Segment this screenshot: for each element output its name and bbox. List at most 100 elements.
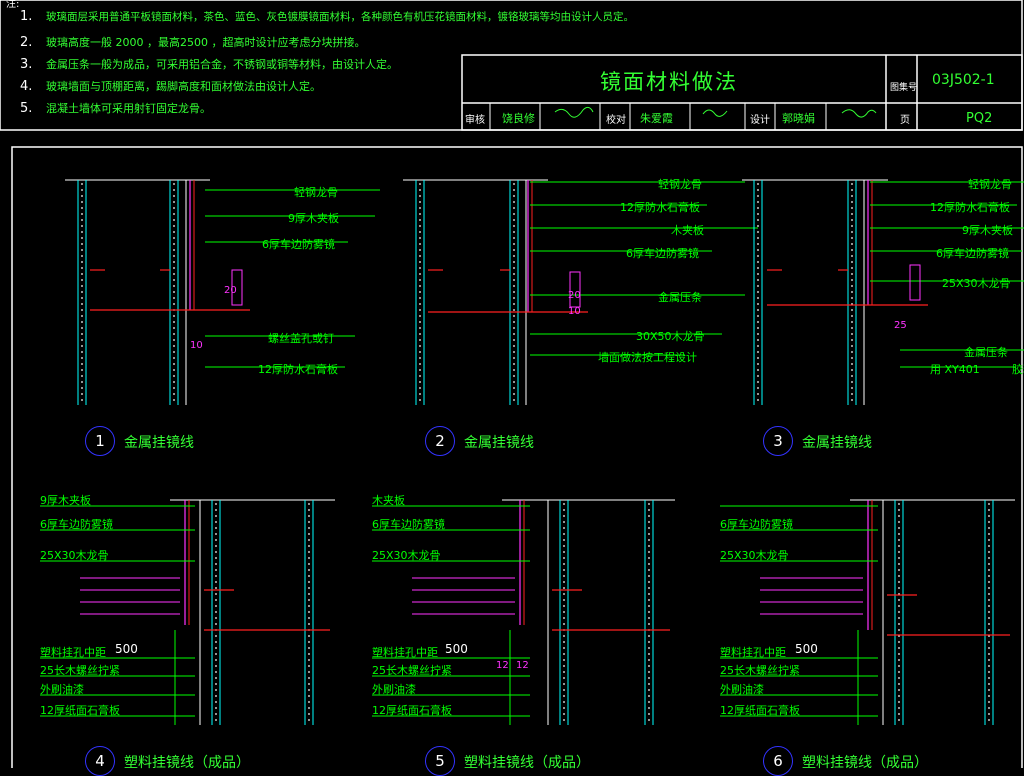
detail-6-wall-stud-dot	[898, 509, 900, 511]
detail-5-number: 5	[425, 746, 455, 776]
detail-6-wall-stud-dot	[988, 557, 990, 559]
detail-6-wall-stud-dot	[898, 677, 900, 679]
detail-5-wall-stud-dot	[648, 557, 650, 559]
detail-2-wall-stud-dot	[419, 261, 421, 263]
detail-3-wall-stud-dot	[851, 345, 853, 347]
detail-6-wall-stud-dot	[898, 581, 900, 583]
detail-5-wall-stud-dot	[563, 569, 565, 571]
detail-3-wall-stud-dot	[757, 357, 759, 359]
detail-3-wall-stud-dot	[851, 333, 853, 335]
detail-5-wall-stud-dot	[563, 701, 565, 703]
detail-4-wall-stud-dot	[215, 521, 217, 523]
detail-4-wall-stud-dot	[215, 707, 217, 709]
detail-3-wall-stud-dot	[851, 285, 853, 287]
detail-4-wall-stud-dot	[215, 575, 217, 577]
detail-1-wall-stud-dot	[173, 201, 175, 203]
detail-5-wall-stud-dot	[648, 587, 650, 589]
detail-3-wall-stud-dot	[851, 321, 853, 323]
detail-1-wall-stud-dot	[81, 237, 83, 239]
detail-6-wall-stud-dot	[898, 563, 900, 565]
detail-2-wall-stud-dot	[513, 249, 515, 251]
detail-4-wall-stud-dot	[308, 689, 310, 691]
detail-6-wall-stud-dot	[898, 503, 900, 505]
detail-4-wall-stud-dot	[215, 719, 217, 721]
detail-2-wall-stud-dot	[513, 369, 515, 371]
detail-1-wall-stud-dot	[173, 351, 175, 353]
detail-3-wall-stud-dot	[851, 315, 853, 317]
note-number: 3.	[20, 57, 33, 72]
detail-1-label: 9厚木夹板	[288, 212, 339, 225]
detail-5-wall-stud-dot	[563, 605, 565, 607]
detail-5-dim: 12	[496, 660, 509, 671]
detail-3-caption: 金属挂镜线	[802, 435, 872, 451]
detail-4-wall-stud-dot	[215, 503, 217, 505]
detail-2-wall-stud-dot	[513, 261, 515, 263]
detail-4-wall-stud-dot	[215, 581, 217, 583]
detail-1-wall-stud-dot	[81, 291, 83, 293]
detail-4-wall-stud-dot	[215, 695, 217, 697]
detail-1-wall-stud-dot	[81, 189, 83, 191]
detail-6-wall-stud-dot	[898, 587, 900, 589]
detail-3-wall-stud-dot	[851, 393, 853, 395]
detail-3-wall-stud-dot	[757, 339, 759, 341]
detail-4-wall-stud-dot	[308, 713, 310, 715]
detail-5-wall-stud-dot	[563, 533, 565, 535]
detail-5-wall-stud-dot	[563, 671, 565, 673]
detail-1-wall-stud-dot	[173, 243, 175, 245]
detail-1-dim: 20	[224, 285, 237, 296]
detail-5-wall-stud-dot	[648, 653, 650, 655]
detail-4-wall-stud-dot	[215, 563, 217, 565]
detail-2-label: 12厚防水石膏板	[620, 201, 700, 214]
detail-5-wall-stud-dot	[563, 641, 565, 643]
detail-1-wall-stud-dot	[81, 339, 83, 341]
detail-6-wall-stud-dot	[898, 539, 900, 541]
detail-5-wall-stud-dot	[563, 647, 565, 649]
detail-6-wall-stud-dot	[898, 623, 900, 625]
detail-5-wall-stud-dot	[648, 671, 650, 673]
detail-3-wall-stud-dot	[757, 207, 759, 209]
note-number: 5.	[20, 101, 33, 116]
detail-3-wall-stud-dot	[757, 321, 759, 323]
detail-5-wall-stud-dot	[648, 569, 650, 571]
detail-1-wall-stud-dot	[173, 327, 175, 329]
detail-4-wall-stud-dot	[215, 599, 217, 601]
detail-3-wall-stud-dot	[851, 189, 853, 191]
detail-5-wall-stud-dot	[563, 509, 565, 511]
detail-2-label: 轻钢龙骨	[658, 178, 702, 191]
drawing-title: 镜面材料做法	[600, 70, 738, 94]
detail-6-number: 6	[763, 746, 793, 776]
detail-2-wall-stud-dot	[513, 213, 515, 215]
detail-2-wall-stud-dot	[419, 363, 421, 365]
detail-2-wall-stud-dot	[513, 393, 515, 395]
detail-2-label: 6厚车边防雾镜	[626, 247, 699, 260]
detail-4-wall-stud-dot	[308, 605, 310, 607]
detail-6-wall-stud-dot	[898, 665, 900, 667]
detail-6-wall-stud-dot	[898, 719, 900, 721]
detail-2-wall-stud-dot	[513, 231, 515, 233]
detail-5-label: 外刷油漆	[372, 683, 416, 696]
detail-2-wall-stud-dot	[513, 267, 515, 269]
detail-1-wall-stud-dot	[81, 345, 83, 347]
detail-2-wall-stud-dot	[513, 255, 515, 257]
detail-5-dim: 500	[445, 642, 468, 656]
detail-5-label: 木夹板	[372, 494, 405, 507]
detail-5-wall-stud-dot	[563, 593, 565, 595]
detail-1-wall-stud-dot	[173, 315, 175, 317]
detail-2-wall-stud-dot	[419, 339, 421, 341]
detail-1-wall-stud-dot	[173, 291, 175, 293]
detail-6-wall-stud-dot	[988, 545, 990, 547]
detail-6-label: 6厚车边防雾镜	[720, 518, 793, 531]
detail-1-label: 轻钢龙骨	[294, 186, 338, 199]
detail-1-wall-stud-dot	[173, 255, 175, 257]
detail-2-dim: 20	[568, 290, 581, 301]
detail-1-wall-stud-dot	[81, 333, 83, 335]
detail-2-label: 金属压条	[658, 291, 702, 304]
detail-6-label: 25X30木龙骨	[720, 549, 789, 562]
detail-6-wall-stud-dot	[988, 533, 990, 535]
detail-5-wall-stud-dot	[563, 557, 565, 559]
detail-5-wall-stud-dot	[563, 611, 565, 613]
detail-4-dim: 500	[115, 642, 138, 656]
detail-4-wall-stud-dot	[308, 647, 310, 649]
detail-5-wall-stud-dot	[563, 527, 565, 529]
